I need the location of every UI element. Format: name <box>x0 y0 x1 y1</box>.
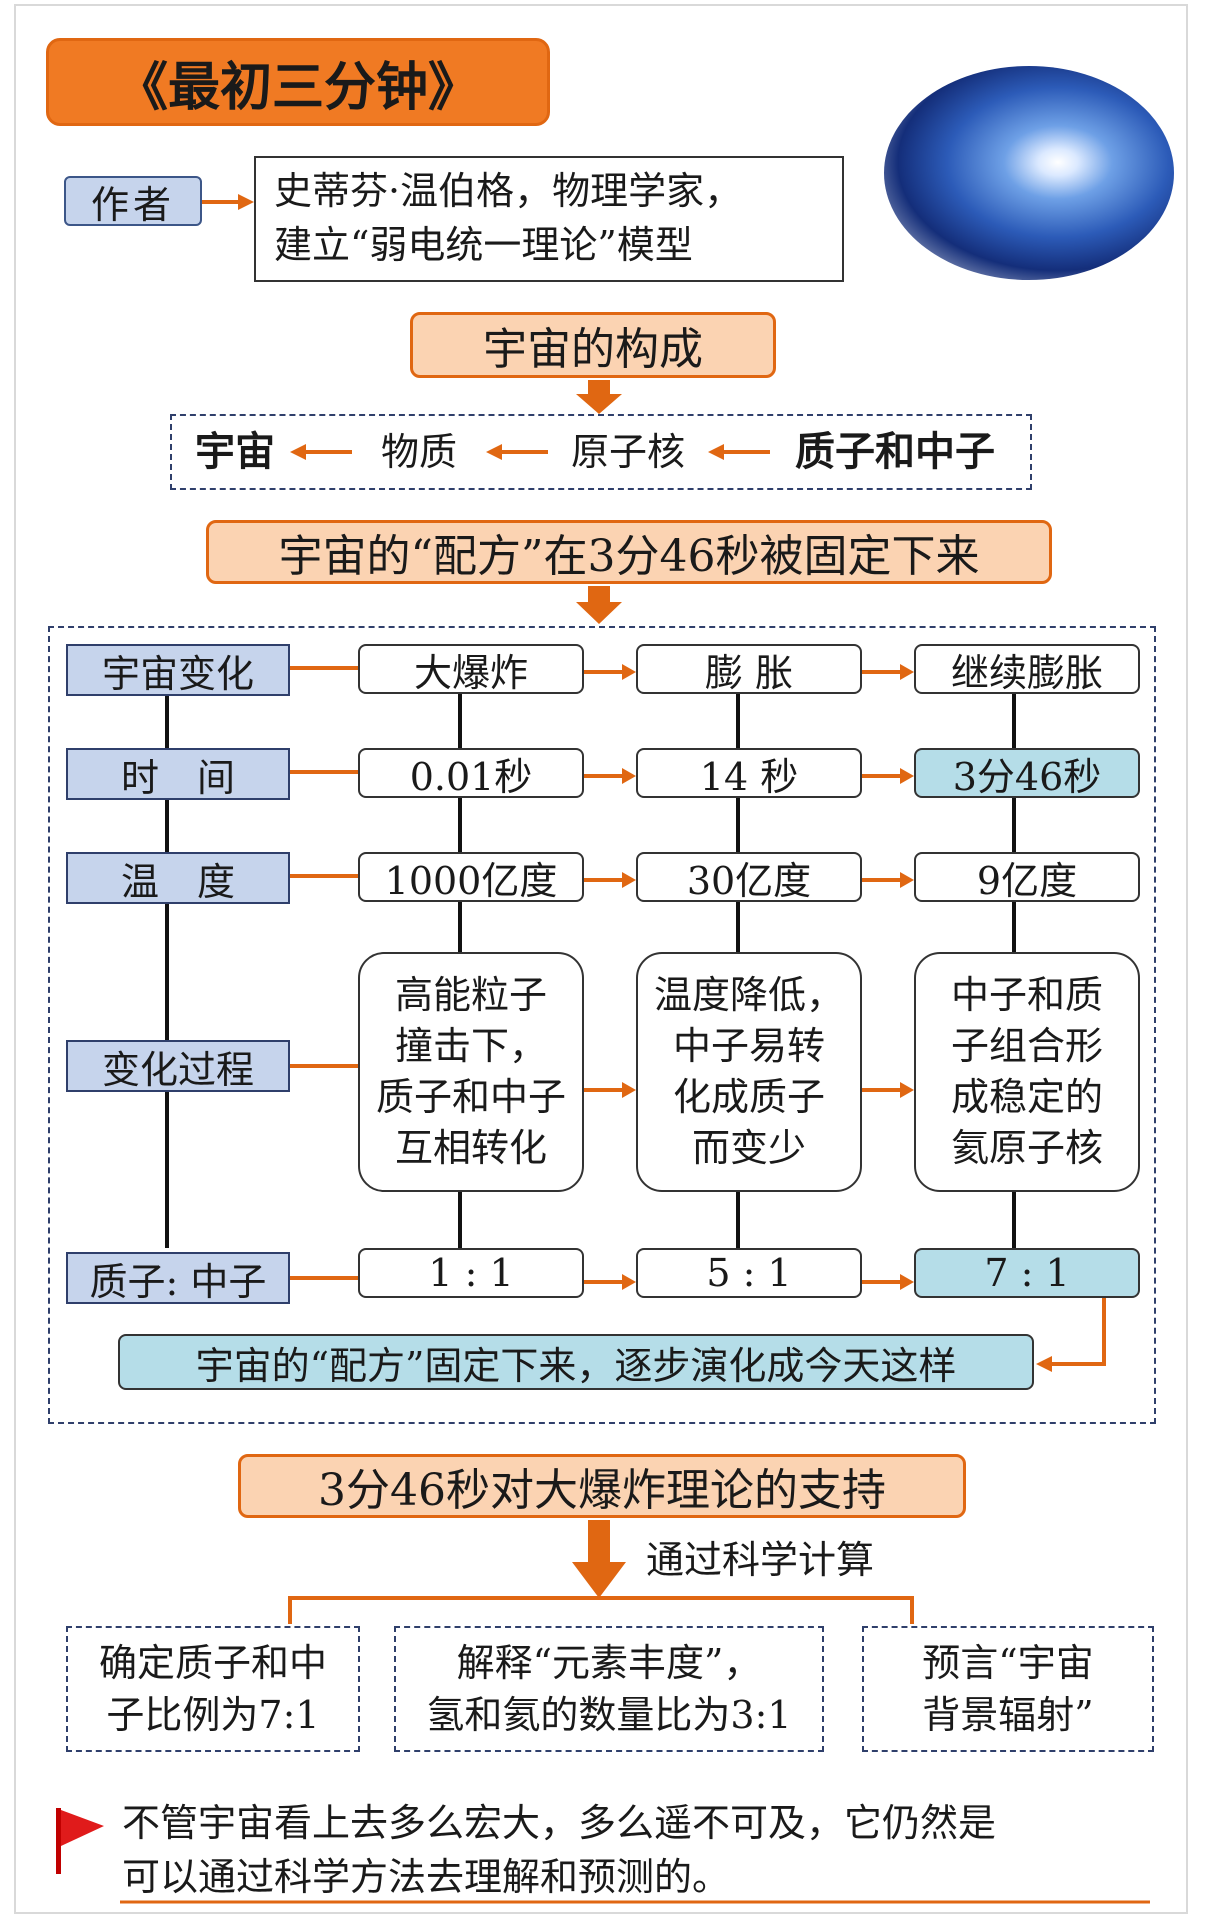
support-item-ratio: 确定质子和中 子比例为7:1 <box>66 1626 360 1752</box>
time-col-1: 0.01秒 <box>358 748 584 799</box>
recipe-down-arrow-stem <box>588 586 610 604</box>
row-label-temperature: 温 度 <box>66 852 290 904</box>
process-col-2-line: 中子易转 <box>672 1024 825 1068</box>
support-item-line: 背景辐射” <box>922 1693 1094 1737</box>
stage-expansion: 膨 胀 <box>636 644 862 695</box>
process-col-1-line: 高能粒子 <box>394 973 547 1017</box>
process-col-2-line: 温度降低， <box>653 973 844 1017</box>
ratio-col-1: 1 : 1 <box>358 1248 584 1298</box>
composition-item-universe: 宇宙 <box>195 428 275 475</box>
column-link-heads <box>622 664 914 1290</box>
composition-down-arrow-stem <box>588 380 610 396</box>
stage-big-bang: 大爆炸 <box>358 644 584 695</box>
process-col-3-line: 氦原子核 <box>950 1126 1103 1170</box>
process-col-1-line: 质子和中子 <box>375 1075 566 1119</box>
red-flag-icon <box>56 1808 104 1874</box>
composition-box <box>170 414 1032 490</box>
footer-line-1: 不管宇宙看上去多么宏大，多么遥不可及，它仍然是 <box>122 1801 997 1845</box>
process-col-3-line: 成稳定的 <box>950 1075 1103 1119</box>
ratio-col-3: 7 : 1 <box>914 1248 1140 1298</box>
conclusion-arrow <box>1050 1294 1106 1366</box>
support-down-arrow-stem <box>588 1520 610 1570</box>
temp-col-2: 30亿度 <box>636 852 862 903</box>
footer-line-2: 可以通过科学方法去理解和预测的。 <box>122 1855 731 1899</box>
time-col-3: 3分46秒 <box>914 748 1140 799</box>
support-down-arrow-head <box>572 1562 626 1598</box>
footer-statement: 不管宇宙看上去多么宏大，多么遥不可及，它仍然是 可以通过科学方法去理解和预测的。 <box>122 1796 1162 1904</box>
composition-item-matter: 物质 <box>380 430 457 474</box>
process-col-1-line: 互相转化 <box>394 1126 547 1170</box>
process-col-3: 中子和质 子组合形 成稳定的 氦原子核 <box>914 952 1140 1192</box>
row-label-process: 变化过程 <box>66 1040 290 1092</box>
support-item-line: 解释“元素丰度”， <box>456 1641 762 1685</box>
author-line-2: 建立“弱电统一理论”模型 <box>274 223 693 267</box>
composition-heading: 宇宙的构成 <box>410 312 776 378</box>
support-item-line: 确定质子和中 <box>98 1641 327 1685</box>
author-arrow-head <box>238 194 254 210</box>
composition-item-protons-neutrons: 质子和中子 <box>795 428 995 475</box>
evolution-table <box>48 626 1156 1424</box>
process-col-2-line: 而变少 <box>691 1126 806 1170</box>
author-label: 作者 <box>64 176 202 227</box>
time-col-2: 14 秒 <box>636 748 862 799</box>
support-bracket <box>288 1596 914 1624</box>
author-line-1: 史蒂芬·温伯格，物理学家， <box>274 169 743 213</box>
process-col-2: 温度降低， 中子易转 化成质子 而变少 <box>636 952 862 1192</box>
row-label-time: 时 间 <box>66 748 290 800</box>
temp-col-1: 1000亿度 <box>358 852 584 903</box>
support-item-line: 子比例为7:1 <box>106 1693 320 1737</box>
row-label-ratio: 质子: 中子 <box>66 1252 290 1304</box>
row-label-stage: 宇宙变化 <box>66 644 290 696</box>
author-arrow-line <box>202 200 242 204</box>
support-heading: 3分46秒对大爆炸理论的支持 <box>238 1454 966 1518</box>
process-col-1: 高能粒子 撞击下， 质子和中子 互相转化 <box>358 952 584 1192</box>
process-col-3-line: 中子和质 <box>950 973 1103 1017</box>
composition-item-nucleus: 原子核 <box>570 430 685 474</box>
author-description: 史蒂芬·温伯格，物理学家， 建立“弱电统一理论”模型 <box>254 156 844 282</box>
page-title: 《最初三分钟》 <box>46 38 550 126</box>
support-item-line: 预言“宇宙 <box>922 1641 1094 1685</box>
page-frame <box>14 4 1188 1914</box>
recipe-down-arrow-head <box>576 602 622 624</box>
row-label-links <box>290 666 358 1280</box>
process-col-3-line: 子组合形 <box>950 1024 1103 1068</box>
column-links <box>584 670 902 1284</box>
stage-continued-expansion: 继续膨胀 <box>914 644 1140 695</box>
support-method: 通过科学计算 <box>645 1538 874 1582</box>
process-col-1-line: 撞击下， <box>394 1024 547 1068</box>
recipe-conclusion: 宇宙的“配方”固定下来，逐步演化成今天这样 <box>118 1334 1034 1390</box>
support-item-background-radiation: 预言“宇宙 背景辐射” <box>862 1626 1154 1752</box>
process-col-2-line: 化成质子 <box>672 1075 825 1119</box>
support-item-abundance: 解释“元素丰度”， 氢和氦的数量比为3:1 <box>394 1626 824 1752</box>
support-item-line: 氢和氦的数量比为3:1 <box>426 1693 792 1737</box>
recipe-heading: 宇宙的“配方”在3分46秒被固定下来 <box>206 520 1052 584</box>
temp-col-3: 9亿度 <box>914 852 1140 903</box>
space-image <box>884 66 1174 280</box>
composition-down-arrow-head <box>576 394 622 414</box>
ratio-col-2: 5 : 1 <box>636 1248 862 1298</box>
